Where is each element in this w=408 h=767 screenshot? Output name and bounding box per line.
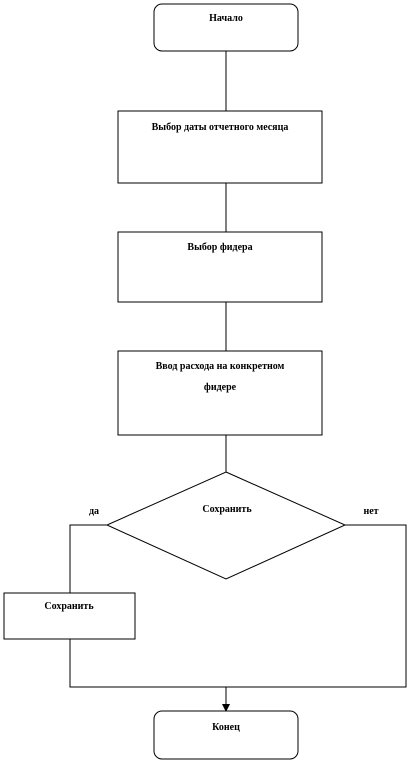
process-select-feeder [117, 231, 323, 303]
process-save-label: Сохранить [44, 601, 94, 612]
start-label: Начало [209, 13, 243, 24]
process-enter-consumption-label-line2: фидере [204, 382, 237, 393]
end-label: Конец [212, 722, 240, 733]
process-select-date-label: Выбор даты отчетного месяца [152, 122, 289, 133]
process-save [3, 592, 136, 640]
end-terminator [153, 710, 299, 760]
start-terminator [153, 3, 299, 52]
connector-decision-yes [69, 524, 107, 593]
branch-yes-label: да [89, 506, 99, 517]
process-select-date [117, 110, 323, 184]
connector-decision-no [226, 524, 407, 688]
process-enter-consumption [117, 350, 323, 436]
process-select-feeder-label: Выбор фидера [187, 242, 252, 253]
connector-save-to-merge [69, 639, 226, 688]
process-enter-consumption-label-line1: Ввод расхода на конкретном [156, 361, 285, 372]
branch-no-label: нет [363, 506, 378, 517]
decision-save-label: Сохранить [202, 504, 252, 515]
decision-save [105, 471, 347, 580]
